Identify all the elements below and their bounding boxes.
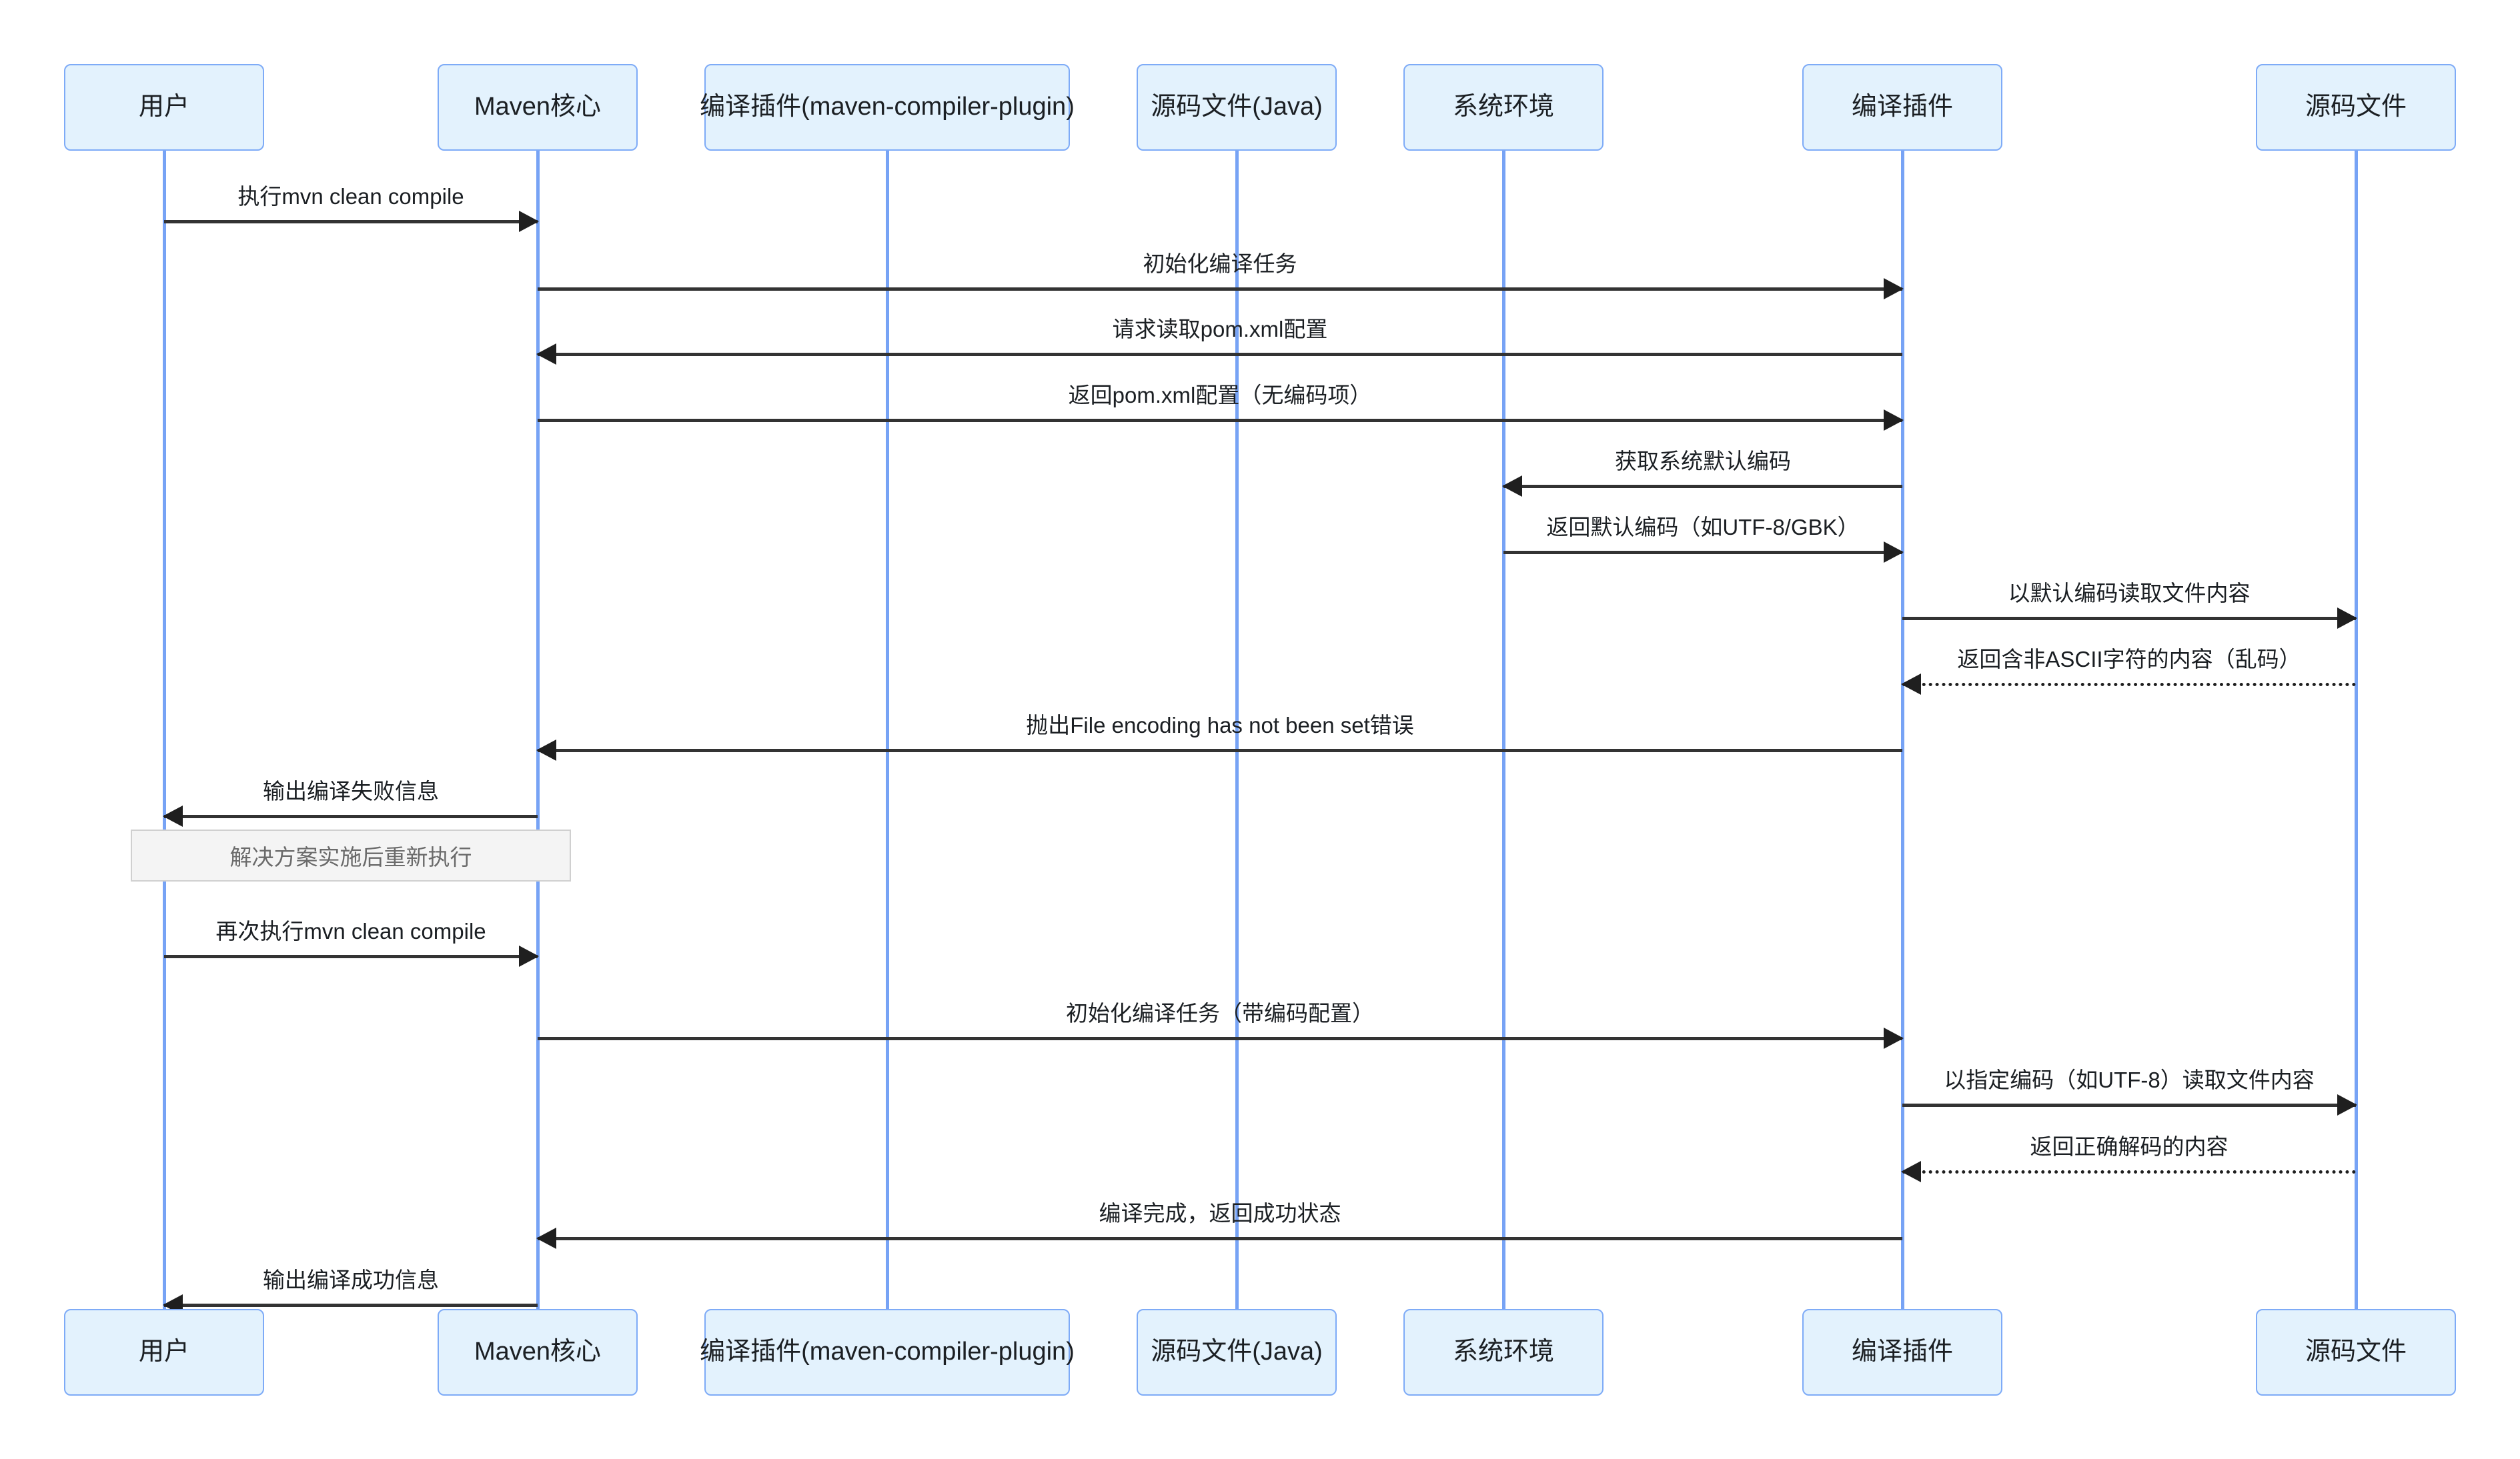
participant-header-srcfile[interactable]: 源码文件 bbox=[2256, 64, 2456, 151]
participant-header-maven[interactable]: Maven核心 bbox=[438, 64, 638, 151]
lifeline-user bbox=[163, 150, 166, 1309]
message-label: 输出编译成功信息 bbox=[263, 1268, 439, 1292]
arrowhead-icon bbox=[1901, 673, 1921, 695]
message-label: 初始化编译任务 bbox=[1143, 251, 1297, 276]
message-line bbox=[164, 955, 538, 958]
message-label: 请求读取pom.xml配置 bbox=[1112, 317, 1328, 341]
sequence-note[interactable]: 解决方案实施后重新执行 bbox=[131, 830, 571, 882]
message-label: 返回正确解码的内容 bbox=[2030, 1134, 2229, 1159]
message-label: 返回pom.xml配置（无编码项） bbox=[1068, 383, 1372, 407]
message-label: 获取系统默认编码 bbox=[1615, 449, 1791, 473]
message-line bbox=[1503, 485, 1902, 488]
message-label: 初始化编译任务（带编码配置） bbox=[1066, 1001, 1374, 1026]
message-label: 执行mvn clean compile bbox=[237, 184, 464, 209]
message-line bbox=[538, 749, 1902, 752]
lifeline-maven bbox=[536, 150, 540, 1309]
message-line bbox=[1902, 683, 2356, 686]
participant-footer-javafile[interactable]: 源码文件(Java) bbox=[1137, 1309, 1337, 1396]
arrowhead-icon bbox=[519, 211, 539, 232]
message-line bbox=[538, 353, 1902, 356]
message-label: 抛出File encoding has not been set错误 bbox=[1026, 713, 1414, 738]
lifeline-sysenv bbox=[1502, 150, 1505, 1309]
participant-header-user[interactable]: 用户 bbox=[64, 64, 264, 151]
participant-footer-plugin2[interactable]: 编译插件 bbox=[1802, 1309, 2002, 1396]
arrowhead-icon bbox=[536, 343, 556, 365]
lifeline-plugin2 bbox=[1901, 150, 1904, 1309]
message-label: 输出编译失败信息 bbox=[263, 779, 439, 804]
participant-footer-user[interactable]: 用户 bbox=[64, 1309, 264, 1396]
arrowhead-icon bbox=[2337, 607, 2357, 629]
participant-footer-sysenv[interactable]: 系统环境 bbox=[1403, 1309, 1604, 1396]
message-line bbox=[538, 287, 1902, 291]
arrowhead-icon bbox=[1884, 541, 1904, 563]
message-line bbox=[164, 815, 538, 818]
message-label: 返回默认编码（如UTF-8/GBK） bbox=[1546, 515, 1860, 539]
arrowhead-icon bbox=[1884, 1028, 1904, 1049]
message-line bbox=[164, 220, 538, 223]
arrowhead-icon bbox=[536, 740, 556, 761]
message-line bbox=[538, 1237, 1902, 1240]
participant-footer-plugin1[interactable]: 编译插件(maven-compiler-plugin) bbox=[700, 1309, 1075, 1396]
arrowhead-icon bbox=[163, 806, 183, 827]
message-line bbox=[538, 1037, 1902, 1040]
message-label: 以默认编码读取文件内容 bbox=[2008, 581, 2251, 605]
message-label: 编译完成，返回成功状态 bbox=[1099, 1201, 1341, 1226]
arrowhead-icon bbox=[1884, 278, 1904, 299]
participant-header-sysenv[interactable]: 系统环境 bbox=[1403, 64, 1604, 151]
message-label: 返回含非ASCII字符的内容（乱码） bbox=[1957, 647, 2301, 671]
arrowhead-icon bbox=[1901, 1161, 1921, 1182]
message-line bbox=[1902, 1104, 2356, 1107]
message-label: 再次执行mvn clean compile bbox=[215, 919, 486, 944]
arrowhead-icon bbox=[1502, 475, 1522, 497]
lifeline-plugin1 bbox=[886, 150, 889, 1309]
participant-footer-srcfile[interactable]: 源码文件 bbox=[2256, 1309, 2456, 1396]
lifeline-srcfile bbox=[2355, 150, 2358, 1309]
message-line bbox=[1503, 551, 1902, 554]
message-line bbox=[1902, 1170, 2356, 1174]
lifeline-javafile bbox=[1235, 150, 1239, 1309]
participant-header-plugin2[interactable]: 编译插件 bbox=[1802, 64, 2002, 151]
message-label: 以指定编码（如UTF-8）读取文件内容 bbox=[1944, 1068, 2315, 1092]
message-line bbox=[1902, 617, 2356, 620]
arrowhead-icon bbox=[519, 946, 539, 967]
arrowhead-icon bbox=[536, 1228, 556, 1249]
participant-header-plugin1[interactable]: 编译插件(maven-compiler-plugin) bbox=[700, 64, 1075, 151]
participant-header-javafile[interactable]: 源码文件(Java) bbox=[1137, 64, 1337, 151]
arrowhead-icon bbox=[1884, 409, 1904, 431]
participant-footer-maven[interactable]: Maven核心 bbox=[438, 1309, 638, 1396]
arrowhead-icon bbox=[2337, 1094, 2357, 1116]
message-line bbox=[164, 1304, 538, 1307]
message-line bbox=[538, 419, 1902, 422]
